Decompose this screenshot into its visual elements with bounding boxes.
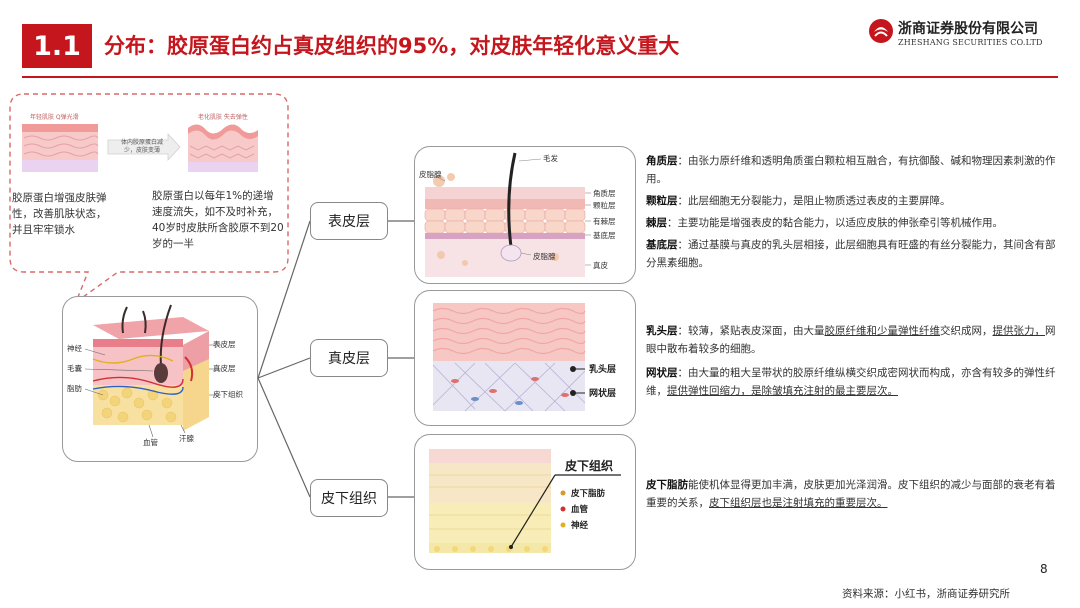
desc-term: 基底层 (646, 239, 678, 251)
desc-term: 棘层 (646, 217, 667, 229)
desc-text: ：此层细胞无分裂能力，是阻止物质透过表皮的主要屏障。 (677, 195, 951, 207)
desc-item: 皮下脂肪能使机体显得更加丰满，皮肤更加光泽润滑。皮下组织的减少与面部的衰老有着重… (646, 476, 1056, 512)
epidermis-illustration (424, 152, 591, 277)
label-sweat-gland: 汗腺 (179, 434, 194, 443)
label-fat: 脂肪 (67, 384, 82, 393)
desc-text: 网眼中散布着较多的细胞。 (646, 325, 1056, 355)
desc-term: 皮下脂肪 (646, 479, 688, 491)
desc-underline: 提供弹性回缩力，是除皱填充注射的最主要层次。 (667, 385, 898, 397)
subcutis-label-vessel: 血管 (571, 505, 589, 515)
epi-label-hair: 毛发 (543, 154, 558, 163)
desc-item: 棘层：主要功能是增强表皮的黏合能力，以适应皮肤的伸张牵引等机械作用。 (646, 214, 1056, 232)
logo-mark-icon (869, 19, 893, 43)
young-skin-illustration (22, 124, 99, 172)
aged-skin-caption: 老化肌肤 失去弹性 (198, 114, 248, 121)
page-title: 分布：胶原蛋白约占真皮组织的95%，对皮肤年轻化意义重大 (104, 34, 680, 58)
desc-term: 乳头层 (646, 325, 678, 337)
skin-cross-section-illustration (84, 304, 221, 438)
desc-text: ：由张力原纤维和透明角质蛋白颗粒相互融合，有抗御酸、碱和物理因素刺激的作用。 (646, 155, 1056, 185)
subcutis-description: 皮下脂肪能使机体显得更加丰满，皮肤更加光泽润滑。皮下组织的减少与面部的衰老有着重… (646, 476, 1056, 512)
skin-diagram-box: 神经 毛囊 脂肪 表皮层 真皮层 皮下组织 血管 汗腺 (62, 296, 258, 462)
collagen-callout: 年轻肌肤 Q弹光滑 老化肌肤 失去弹性 体内胶原蛋白减少，皮肤变薄 胶原蛋白增强… (8, 92, 290, 304)
node-subcutis: 皮下组织 (310, 479, 388, 517)
desc-text: ：主要功能是增强表皮的黏合能力，以适应皮肤的伸张牵引等机械作用。 (667, 217, 1003, 229)
dermis-label-reticular: 网状层 (589, 389, 617, 399)
subcutis-label-fat: 皮下脂肪 (571, 489, 606, 499)
desc-term: 网状层 (646, 367, 678, 379)
desc-underline: 胶原纤维和少量弹性纤维 (824, 325, 941, 337)
label-epidermis: 表皮层 (213, 340, 236, 349)
desc-text: ：由大量的粗大呈带状的胶原纤维纵横交织成密网状而构成，亦含有较多的弹性纤维， (646, 367, 1056, 397)
label-nerve: 神经 (67, 344, 82, 353)
desc-text: 能使机体显得更加丰满，皮肤更加光泽润滑。皮下组织的减少与面部的衰老有着重要的关系… (646, 479, 1056, 509)
dermis-label-papillary: 乳头层 (589, 365, 617, 375)
epi-label-sebaceous: 皮脂腺 (533, 252, 556, 261)
desc-text: ：较薄，紧贴表皮深面，由大量 (677, 325, 825, 337)
callout-left-text: 胶原蛋白增强皮肤弹性，改善肌肤状态，并且牢牢锁水 (12, 192, 107, 236)
desc-item: 基底层：通过基膜与真皮的乳头层相接，此层细胞具有旺盛的有丝分裂能力，其间含有部分… (646, 236, 1056, 272)
desc-text: 交织成网， (940, 325, 993, 337)
desc-underline: 提供张力， (992, 325, 1046, 337)
desc-item: 网状层：由大量的粗大呈带状的胶原纤维纵横交织成密网状而构成，亦含有较多的弹性纤维… (646, 364, 1056, 400)
epi-label-spinosum: 有棘层 (593, 217, 616, 226)
callout-right-text: 胶原蛋白以每年1%的递增速度流失，如不及时补充，40岁时皮肤所含胶原不到20岁的… (152, 190, 284, 250)
dermis-image-box: 乳头层 网状层 (414, 290, 636, 426)
subcutis-image-box: 皮下组织 皮下脂肪 血管 神经 (414, 434, 636, 570)
label-dermis: 真皮层 (213, 364, 236, 373)
epi-label-sebum: 皮脂腺 (419, 170, 442, 179)
dermis-description: 乳头层：较薄，紧贴表皮深面，由大量胶原纤维和少量弹性纤维交织成网，提供张力，网眼… (646, 322, 1056, 400)
label-vessel: 血管 (143, 438, 158, 447)
desc-item: 角质层：由张力原纤维和透明角质蛋白颗粒相互融合，有抗御酸、碱和物理因素刺激的作用… (646, 152, 1056, 188)
label-subcutis: 皮下组织 (213, 390, 243, 399)
desc-term: 角质层 (646, 155, 678, 167)
epi-label-corneum: 角质层 (593, 189, 616, 198)
source-note: 资料来源：小红书，浙商证券研究所 (842, 588, 1010, 600)
callout-arrow-text: 体内胶原蛋白减少，皮肤变薄 (120, 139, 163, 154)
label-follicle: 毛囊 (67, 364, 82, 373)
company-logo: 浙商证券股份有限公司 ZHESHANG SECURITIES CO.LTD (868, 16, 1058, 56)
logo-name-cn: 浙商证券股份有限公司 (898, 21, 1038, 37)
desc-text: ：通过基膜与真皮的乳头层相接，此层细胞具有旺盛的有丝分裂能力，其间含有部分黑素细… (646, 239, 1056, 269)
desc-underline: 皮下组织层也是注射填充的重要层次。 (709, 497, 888, 509)
desc-term: 颗粒层 (646, 195, 678, 207)
page-number: 8 (1040, 562, 1048, 576)
callout-bubble (9, 93, 289, 304)
subcutis-label-nerve: 神经 (571, 521, 589, 531)
callout-arrow (107, 132, 181, 162)
node-epidermis: 表皮层 (310, 202, 388, 240)
desc-item: 乳头层：较薄，紧贴表皮深面，由大量胶原纤维和少量弹性纤维交织成网，提供张力，网眼… (646, 322, 1056, 358)
section-number-badge: 1.1 (22, 24, 92, 68)
epidermis-description: 角质层：由张力原纤维和透明角质蛋白颗粒相互融合，有抗御酸、碱和物理因素刺激的作用… (646, 152, 1056, 272)
node-dermis: 真皮层 (310, 339, 388, 377)
desc-item: 颗粒层：此层细胞无分裂能力，是阻止物质透过表皮的主要屏障。 (646, 192, 1056, 210)
subcutis-label-title: 皮下组织 (565, 459, 614, 473)
epi-label-basale: 基底层 (593, 231, 616, 240)
title-rule (22, 76, 1058, 78)
logo-name-en: ZHESHANG SECURITIES CO.LTD (898, 38, 1043, 47)
young-skin-caption: 年轻肌肤 Q弹光滑 (30, 114, 79, 121)
epidermis-image-box: 毛发 皮脂腺 角质层 颗粒层 有棘层 基底层 皮脂腺 真皮 (414, 146, 636, 284)
aged-skin-illustration (188, 124, 258, 172)
epi-label-granulosum: 颗粒层 (593, 201, 616, 210)
subcutis-illustration (429, 449, 621, 553)
dermis-illustration (432, 303, 586, 412)
epi-label-dermis: 真皮 (593, 261, 608, 270)
